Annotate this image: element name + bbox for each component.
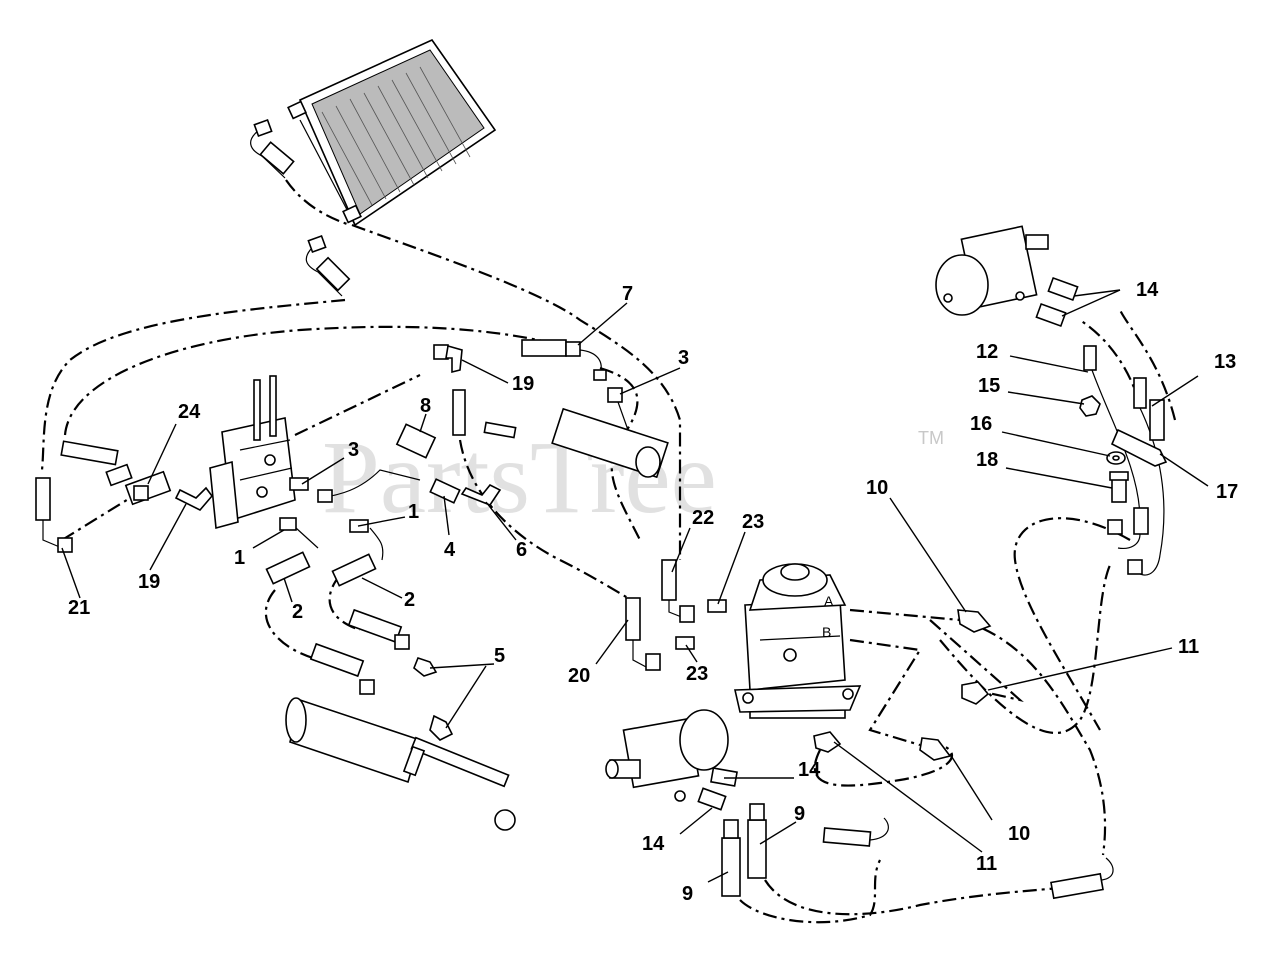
elbow-fitting-top xyxy=(433,344,466,436)
callout-12: 12 xyxy=(976,341,998,363)
callout-10: 10 xyxy=(866,477,888,499)
callout-2: 2 xyxy=(292,601,303,623)
hose-20 xyxy=(625,597,661,671)
leader-lines xyxy=(61,289,1209,883)
hydrostatic-pump xyxy=(734,563,862,719)
callout-21: 21 xyxy=(68,597,90,619)
fitting-11 xyxy=(813,681,990,753)
lift-cylinder xyxy=(285,697,516,831)
callout-3: 3 xyxy=(348,439,359,461)
tee-fitting xyxy=(105,463,172,506)
callout-1: 1 xyxy=(234,547,245,569)
callout-23: 23 xyxy=(742,511,764,533)
callout-4: 4 xyxy=(444,539,456,561)
hose-return-right xyxy=(822,817,1114,900)
callout-18: 18 xyxy=(976,449,998,471)
small-cylinder xyxy=(483,407,669,479)
hose-2 xyxy=(265,551,410,695)
callout-17: 17 xyxy=(1216,481,1238,503)
cooler-return-fitting xyxy=(250,118,295,179)
callout-23: 23 xyxy=(686,663,708,685)
valve-fittings xyxy=(279,469,502,561)
callout-14: 14 xyxy=(1136,279,1159,301)
callout-14: 14 xyxy=(798,759,821,781)
callout-19: 19 xyxy=(512,373,534,395)
watermark-trademark: TM xyxy=(918,428,944,448)
callout-10: 10 xyxy=(1008,823,1030,845)
callout-22: 22 xyxy=(692,507,714,529)
washer-16 xyxy=(1106,451,1126,465)
callout-labels: 7 3 19 8 24 3 1 1 4 6 19 21 2 2 5 22 23 … xyxy=(68,279,1238,905)
callout-19: 19 xyxy=(138,571,160,593)
hose-13 xyxy=(1127,377,1165,576)
callout-14: 14 xyxy=(642,833,665,855)
watermark: PartsTree xyxy=(322,420,717,535)
callout-9: 9 xyxy=(794,803,805,825)
clamp-17 xyxy=(1110,428,1168,467)
callout-20: 20 xyxy=(568,665,590,687)
callout-11: 11 xyxy=(976,853,997,875)
callout-15: 15 xyxy=(978,375,1000,397)
hose-21 xyxy=(35,440,119,553)
cooler-supply-fitting xyxy=(305,234,351,297)
fitting-3-top xyxy=(607,387,629,431)
callout-1: 1 xyxy=(408,501,419,523)
hose-9 xyxy=(721,803,767,897)
control-valve xyxy=(209,375,296,530)
callout-6: 6 xyxy=(516,539,527,561)
callout-8: 8 xyxy=(420,395,431,417)
callout-5: 5 xyxy=(494,645,505,667)
callout-2: 2 xyxy=(404,589,415,611)
callout-13: 13 xyxy=(1214,351,1236,373)
fitting-5 xyxy=(413,657,454,741)
nut-15 xyxy=(1079,395,1101,417)
hose-7 xyxy=(521,339,607,381)
wheel-motor-left xyxy=(605,709,738,811)
adapter-23 xyxy=(675,599,727,650)
callout-7: 7 xyxy=(622,283,633,305)
callout-16: 16 xyxy=(970,413,992,435)
port-b-label: B xyxy=(822,624,831,640)
callout-9: 9 xyxy=(682,883,693,905)
port-a-label: A xyxy=(824,593,834,609)
callout-24: 24 xyxy=(178,401,201,423)
bolt-18 xyxy=(1109,471,1129,503)
fitting-10 xyxy=(919,609,992,761)
callout-11: 11 xyxy=(1178,636,1199,658)
oil-cooler xyxy=(287,38,497,227)
elbow-fitting-left xyxy=(174,486,214,511)
callout-3: 3 xyxy=(678,347,689,369)
wheel-motor-right xyxy=(935,225,1079,328)
hose-22 xyxy=(661,559,695,623)
